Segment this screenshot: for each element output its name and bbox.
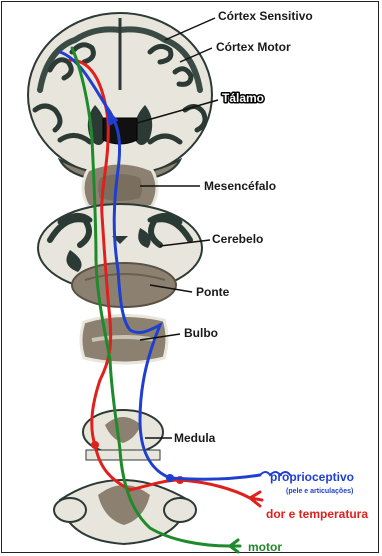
label-medula: Medula bbox=[174, 431, 216, 445]
label-proprioceptivo-sub: (pele e articulações) bbox=[286, 488, 353, 495]
label-talamo: Tálamo bbox=[222, 91, 264, 105]
label-cortex-sensitivo: Córtex Sensitivo bbox=[218, 9, 313, 23]
label-cortex-motor: Córtex Motor bbox=[216, 40, 291, 54]
label-ponte: Ponte bbox=[196, 285, 230, 299]
label-bulbo: Bulbo bbox=[184, 326, 218, 340]
spinal-cord-lower-section bbox=[54, 480, 196, 544]
label-dor-temperatura: dor e temperatura bbox=[266, 507, 368, 521]
label-cerebelo: Cerebelo bbox=[212, 232, 263, 246]
label-proprioceptivo: proprioceptivo bbox=[270, 470, 354, 484]
label-mesencefalo: Mesencéfalo bbox=[204, 179, 276, 193]
spinal-cord-upper-section bbox=[83, 410, 163, 460]
label-motor: motor bbox=[248, 540, 282, 554]
